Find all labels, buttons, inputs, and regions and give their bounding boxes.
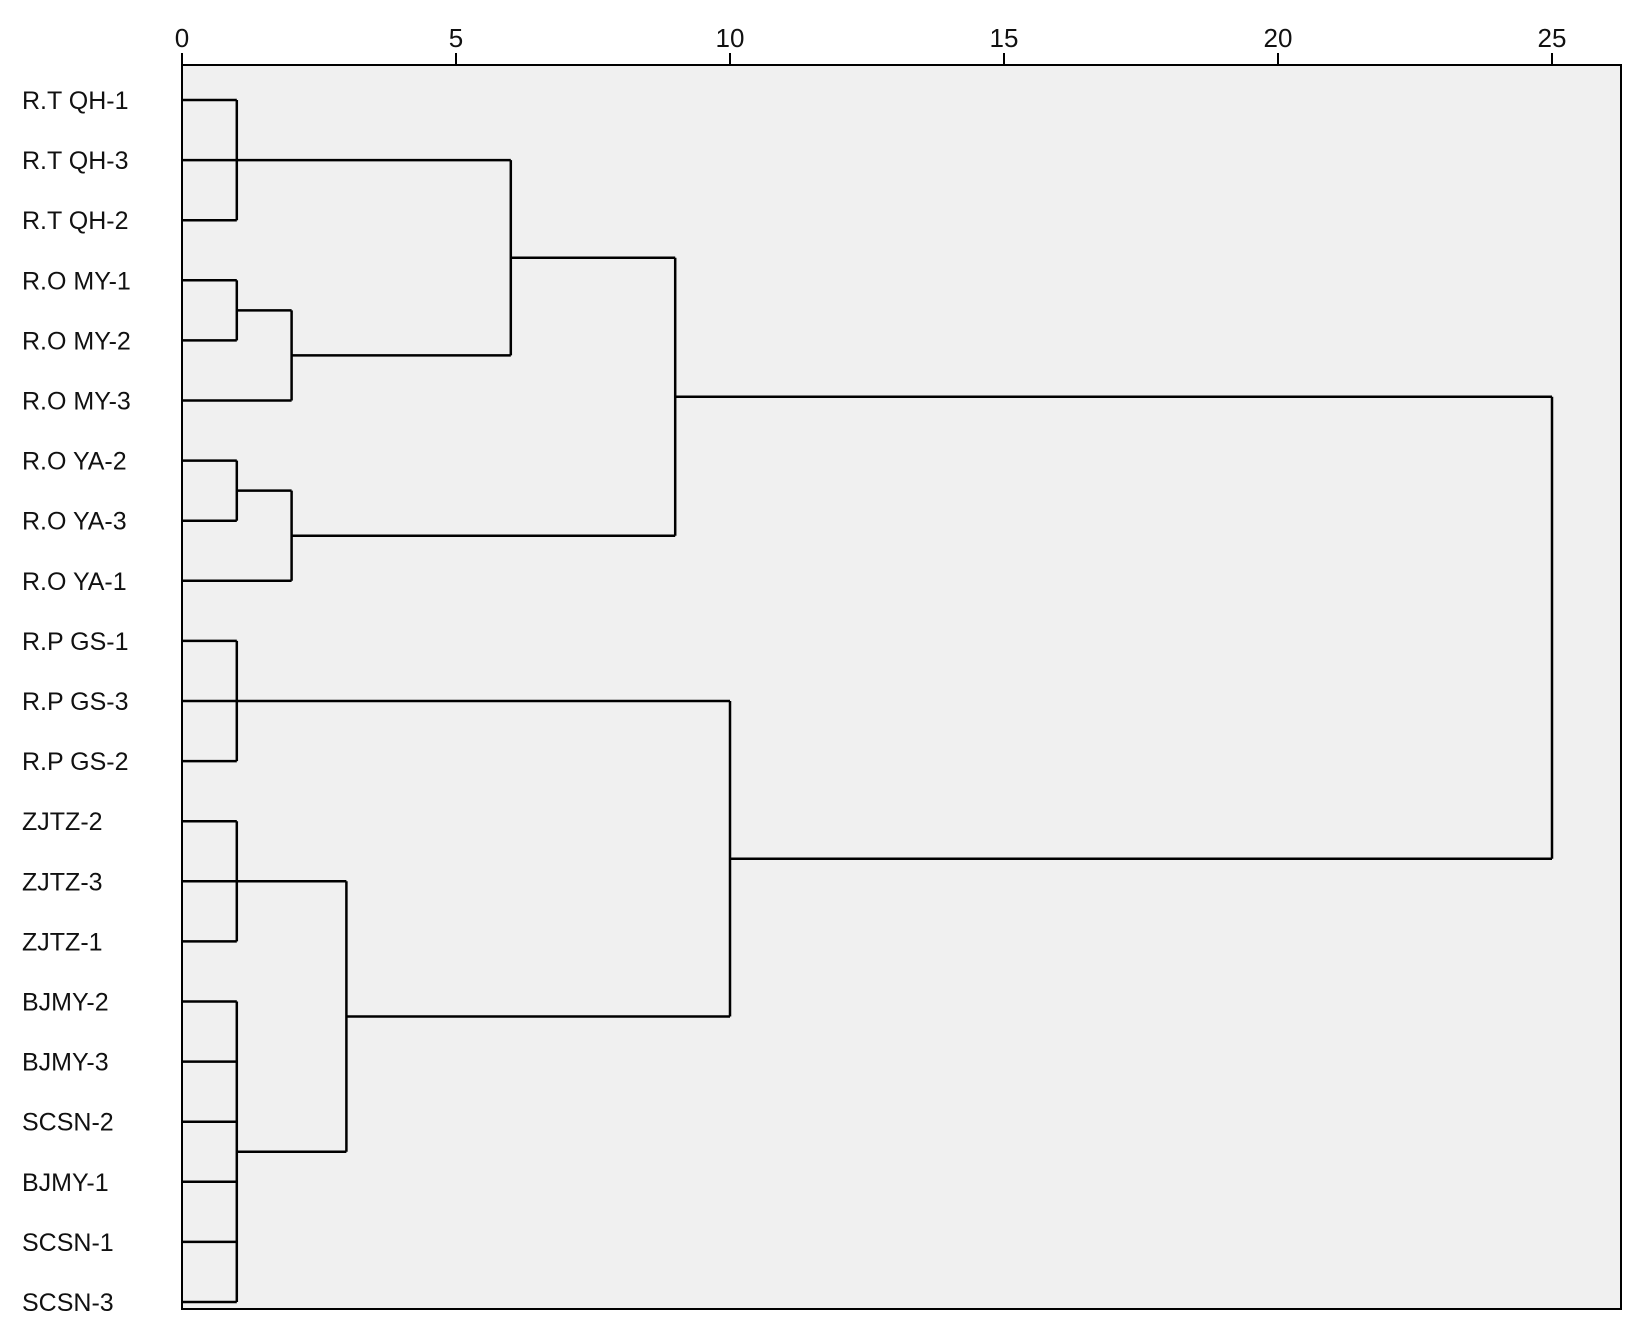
x-axis: 0 5 10 15 20 25: [175, 23, 1567, 65]
leaf-label: R.O YA-1: [22, 568, 127, 596]
leaf-label: SCSN-2: [22, 1109, 114, 1137]
leaf-label: R.T QH-2: [22, 207, 129, 235]
leaf-label: R.P GS-2: [22, 748, 129, 776]
leaf-label: R.P GS-3: [22, 688, 129, 716]
x-tick-label: 15: [990, 23, 1019, 53]
x-tick-label: 10: [716, 23, 745, 53]
x-tick-label: 25: [1538, 23, 1567, 53]
plot-area: [181, 64, 1622, 1310]
leaf-label: ZJTZ-1: [22, 928, 103, 956]
leaf-label: BJMY-1: [22, 1169, 109, 1197]
x-tick-label: 20: [1264, 23, 1293, 53]
leaf-label: R.T QH-3: [22, 147, 129, 175]
leaf-label: BJMY-2: [22, 989, 109, 1017]
leaf-label: R.P GS-1: [22, 628, 129, 656]
leaf-label: R.O YA-3: [22, 508, 127, 536]
leaf-label: ZJTZ-2: [22, 808, 103, 836]
leaf-label: R.O YA-2: [22, 448, 127, 476]
leaf-label: R.O MY-3: [22, 388, 131, 416]
leaf-labels: R.T QH-1R.T QH-3R.T QH-2R.O MY-1R.O MY-2…: [22, 87, 131, 1317]
leaf-label: SCSN-3: [22, 1289, 114, 1317]
leaf-label: SCSN-1: [22, 1229, 114, 1257]
leaf-label: BJMY-3: [22, 1049, 109, 1077]
leaf-label: R.O MY-2: [22, 327, 131, 355]
leaf-label: R.T QH-1: [22, 87, 129, 115]
leaf-label: R.O MY-1: [22, 267, 131, 295]
dendrogram-links: [182, 98, 1554, 1304]
leaf-label: ZJTZ-3: [22, 868, 103, 896]
x-tick-label: 5: [449, 23, 463, 53]
x-tick-label: 0: [175, 23, 189, 53]
